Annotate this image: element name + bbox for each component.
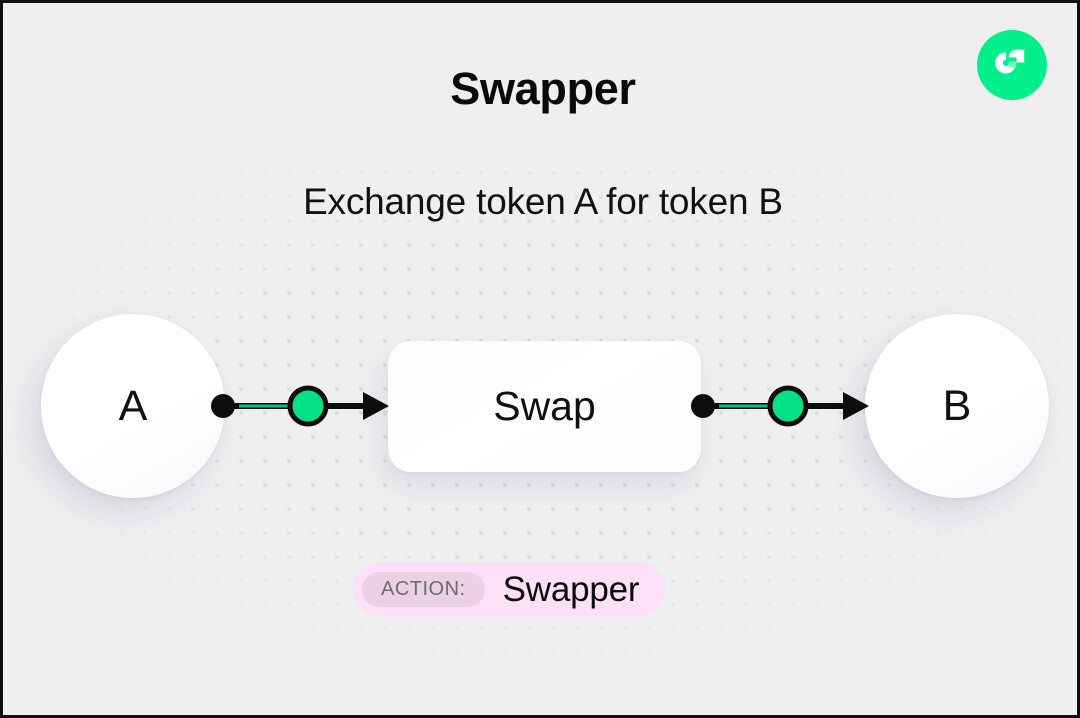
action-badge: ACTION: Swapper [353, 562, 666, 617]
action-badge-value: Swapper [502, 569, 640, 609]
node-token-b-label: B [942, 381, 972, 430]
node-token-a-label: A [118, 381, 148, 430]
page-subtitle: Exchange token A for token B [303, 181, 783, 222]
node-swap-label: Swap [493, 383, 596, 429]
arrow-right-icon [843, 392, 869, 420]
connector-a-to-swap[interactable] [203, 384, 393, 428]
arrow-right-icon [363, 392, 389, 420]
node-token-a[interactable]: A [41, 314, 225, 498]
flow-logo-icon [977, 30, 1047, 100]
node-swap[interactable]: Swap [388, 341, 701, 472]
action-badge-key: ACTION: [362, 572, 485, 607]
connector-swap-to-b[interactable] [683, 384, 873, 428]
page-title: Swapper [450, 63, 636, 114]
node-token-b[interactable]: B [865, 314, 1049, 498]
